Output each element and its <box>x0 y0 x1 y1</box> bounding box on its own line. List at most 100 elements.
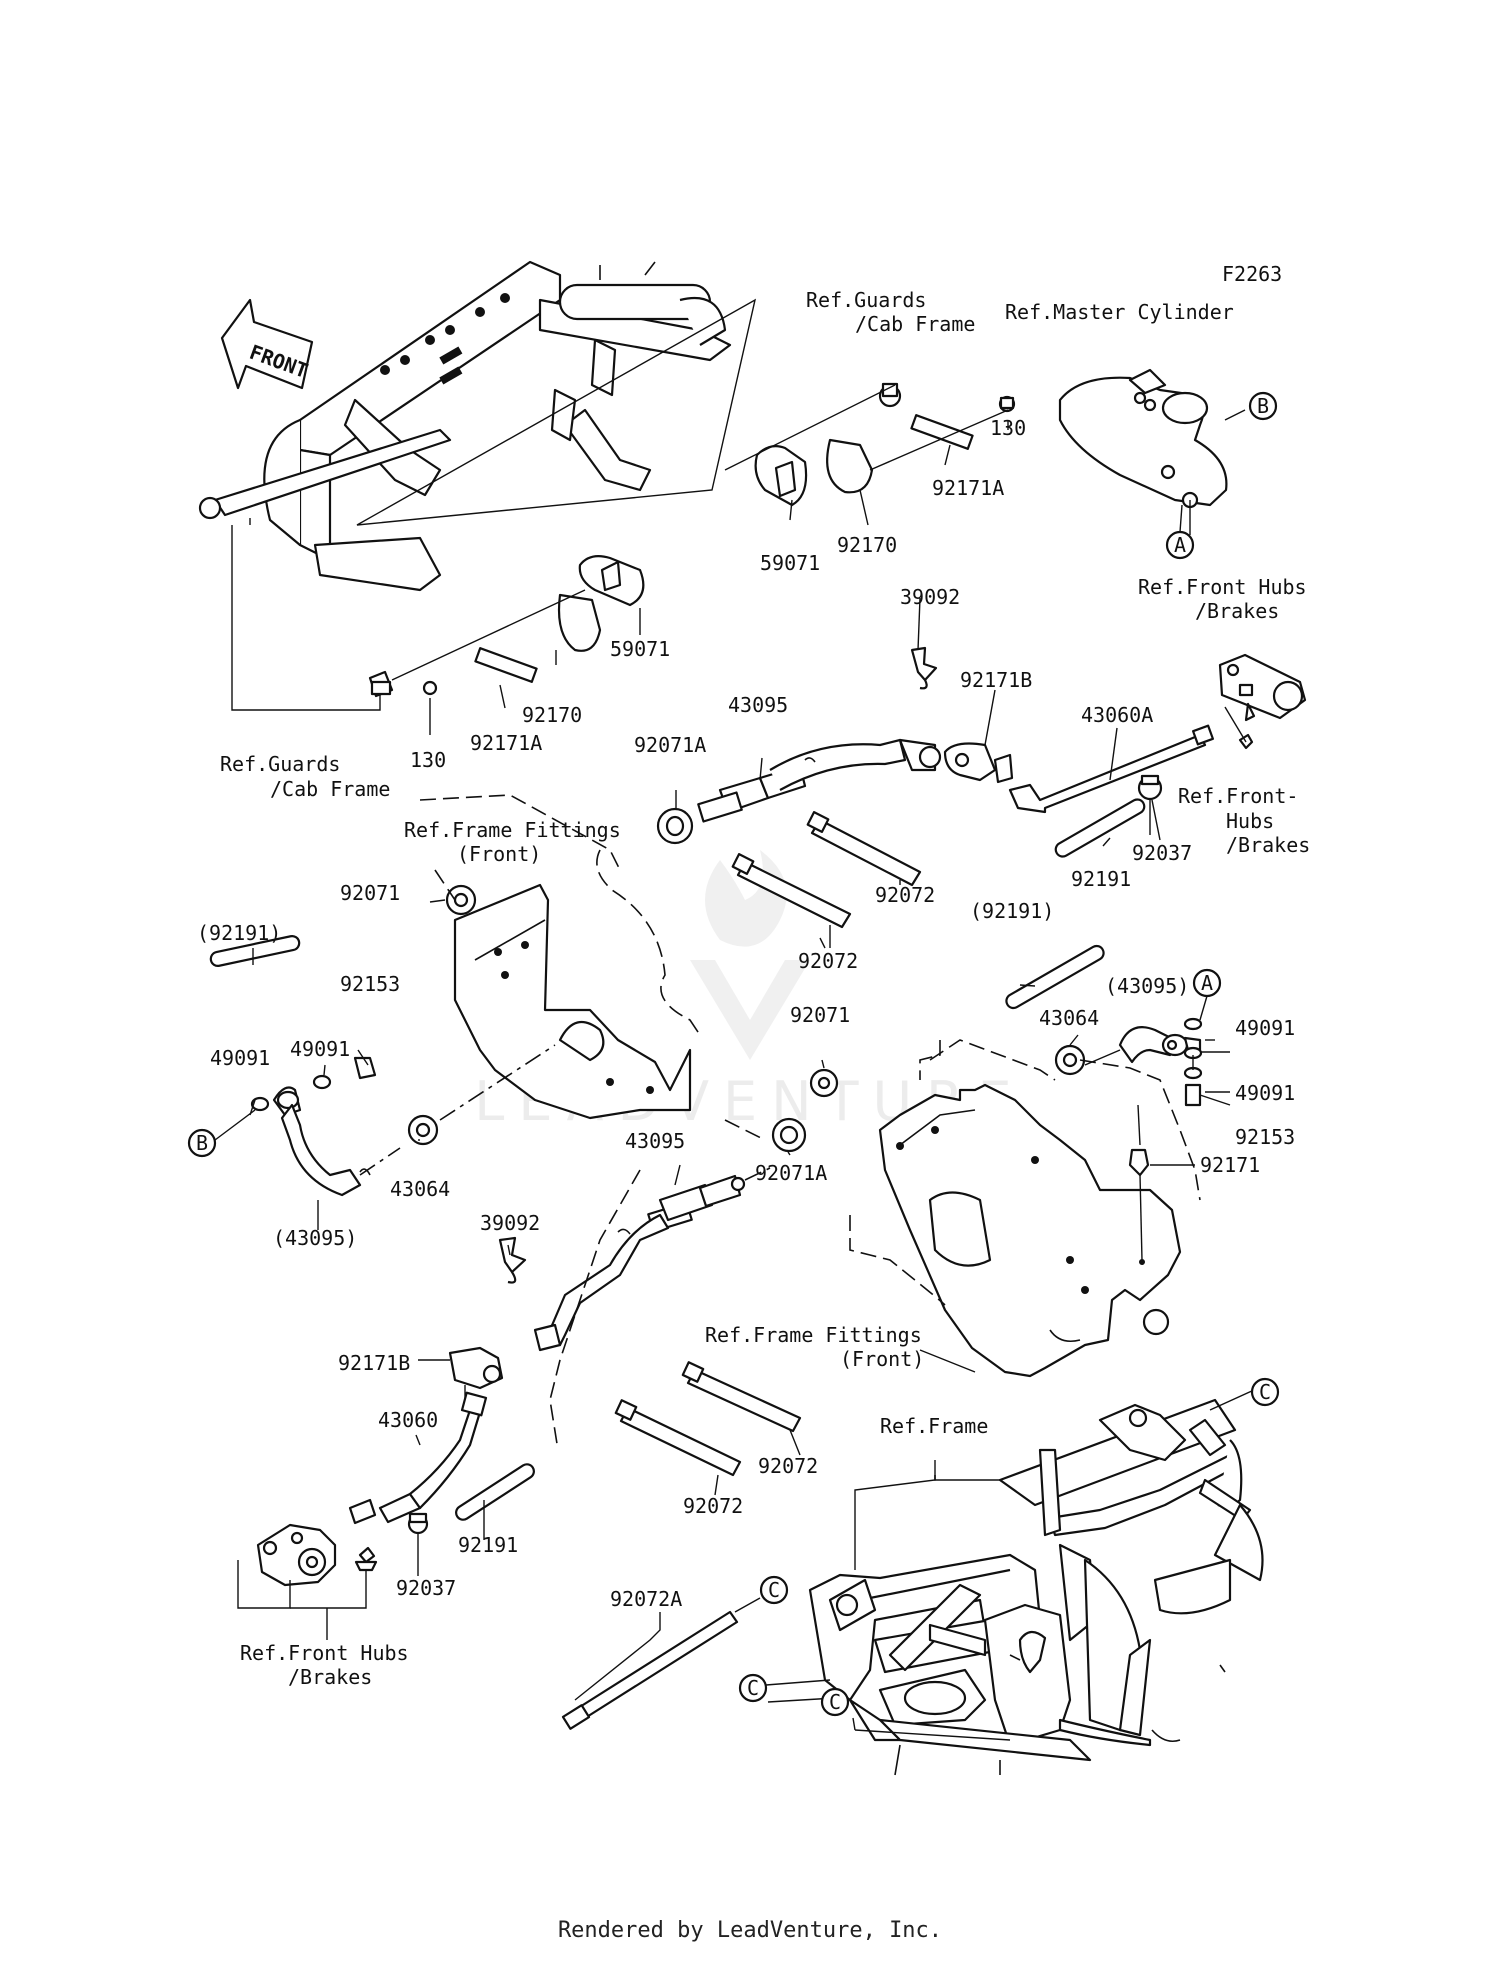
callout-c-frame-left <box>738 1673 768 1703</box>
bracket-assembly-lower <box>231 518 645 711</box>
part-92171b-top: 92171B <box>960 668 1032 692</box>
part-92191-right: 92191 <box>1071 867 1131 891</box>
front-hub-left <box>237 1391 488 1640</box>
part-43060: 43060 <box>378 1408 438 1432</box>
part-43095-paren-left: (43095) <box>273 1226 357 1250</box>
bracket-assembly-upper <box>724 382 1016 507</box>
part-92071a-upper: 92071A <box>634 733 706 757</box>
clamp-92171b-right <box>943 742 1014 784</box>
ref-front-hubs-dash-line2: Hubs <box>1226 809 1274 833</box>
part-92191-lower: 92191 <box>458 1533 518 1557</box>
part-43060a: 43060A <box>1081 703 1153 727</box>
part-39092-lower: 39092 <box>480 1211 540 1235</box>
part-43095-upper: 43095 <box>728 693 788 717</box>
callout-b-top <box>1248 391 1278 421</box>
part-49091-left-top: 49091 <box>290 1037 350 1061</box>
svg-text:A: A <box>1201 971 1213 995</box>
svg-text:A: A <box>1174 533 1186 557</box>
frame-fittings-right-plate <box>849 1039 1201 1378</box>
part-59071-left: 59071 <box>610 637 670 661</box>
ref-front-hubs-left-line2: /Brakes <box>288 1665 372 1689</box>
ref-frame-fittings-line2: (Front) <box>457 842 541 866</box>
front-hub-right <box>1218 653 1307 722</box>
svg-text:B: B <box>196 1131 208 1155</box>
part-number-labels: 130 92171A 92170 59071 59071 92170 92171… <box>197 416 1295 1611</box>
tubes-92191 <box>209 798 1146 1521</box>
ref-guards-left-line1: Ref.Guards <box>220 752 340 776</box>
part-92072-lower-right: 92072 <box>758 1454 818 1478</box>
part-92191-paren-right: (92191) <box>970 899 1054 923</box>
brake-line-43060a <box>1008 706 1254 814</box>
part-92153-right: 92153 <box>1235 1125 1295 1149</box>
ref-guards-top-line2: /Cab Frame <box>855 312 975 336</box>
leader-lines <box>249 420 1231 1701</box>
part-92071-left: 92071 <box>340 881 400 905</box>
part-92171-right: 92171 <box>1200 1153 1260 1177</box>
part-49091-right-bottom: 49091 <box>1235 1081 1295 1105</box>
cable-ties-92072 <box>561 811 922 1730</box>
part-130-left: 130 <box>410 748 446 772</box>
clamp-92171b-lower <box>448 1346 504 1400</box>
part-59071-top: 59071 <box>760 551 820 575</box>
ref-front-hubs-left-line1: Ref.Front Hubs <box>240 1641 409 1665</box>
part-92191-paren-left: (92191) <box>197 921 281 945</box>
part-43064-right: 43064 <box>1039 1006 1099 1030</box>
ref-frame: Ref.Frame <box>880 1414 988 1438</box>
part-92153-left: 92153 <box>340 972 400 996</box>
part-92071-center: 92071 <box>790 1003 850 1027</box>
callout-c-frame-top <box>1250 1377 1280 1407</box>
ref-frame-fittings-line1: Ref.Frame Fittings <box>404 818 621 842</box>
clip-39092-lower <box>498 1236 527 1284</box>
part-92071a-lower: 92071A <box>755 1161 827 1185</box>
footer-credit: Rendered by LeadVenture, Inc. <box>557 1918 943 1943</box>
hose-43095-left <box>250 1044 556 1197</box>
frame-fittings-left-plate <box>419 794 701 1120</box>
hose-43095-lower <box>533 1119 771 1451</box>
part-130-top: 130 <box>990 416 1026 440</box>
callout-c-frame-bottom <box>820 1687 850 1717</box>
front-arrow: FRONT <box>220 298 314 390</box>
svg-text:C: C <box>768 1578 780 1602</box>
svg-text:B: B <box>1257 394 1269 418</box>
callout-c-tie <box>759 1575 789 1605</box>
ref-front-hubs-right-line1: Ref.Front Hubs <box>1138 575 1307 599</box>
part-92072-upper-left: 92072 <box>798 949 858 973</box>
part-92037-right: 92037 <box>1132 841 1192 865</box>
svg-text:C: C <box>747 1676 759 1700</box>
callout-circles: B A A B C C C C <box>187 391 1280 1717</box>
cable-tie-92072a <box>573 1610 739 1722</box>
part-92171b-lower: 92171B <box>338 1351 410 1375</box>
ref-front-hubs-dash-line3: /Brakes <box>1226 833 1310 857</box>
hose-43095-upper <box>697 738 942 823</box>
part-92170-top: 92170 <box>837 533 897 557</box>
part-92037-left: 92037 <box>396 1576 456 1600</box>
part-92171a-left: 92171A <box>470 731 542 755</box>
part-49091-right-top: 49091 <box>1235 1016 1295 1040</box>
clip-39092-top <box>910 646 938 690</box>
svg-text:C: C <box>1259 1380 1271 1404</box>
ref-front-hubs-right-line2: /Brakes <box>1195 599 1279 623</box>
part-92072-lower-left: 92072 <box>683 1494 743 1518</box>
callout-b-left <box>187 1128 217 1158</box>
ref-frame-fittings-low-line2: (Front) <box>840 1347 924 1371</box>
ref-guards-left-line2: /Cab Frame <box>270 777 390 801</box>
part-43095-paren-right: (43095) <box>1105 974 1189 998</box>
part-39092-top: 39092 <box>900 585 960 609</box>
part-92072-upper-right: 92072 <box>875 883 935 907</box>
reference-labels: Ref.Guards /Cab Frame Ref.Master Cylinde… <box>220 288 1310 1689</box>
part-92170-left: 92170 <box>522 703 582 727</box>
part-43064-left: 43064 <box>390 1177 450 1201</box>
part-49091-left: 49091 <box>210 1046 270 1070</box>
grommets <box>407 807 1086 1153</box>
cab-frame-guard-drawing <box>198 260 757 592</box>
ref-master-cylinder: Ref.Master Cylinder <box>1005 300 1234 324</box>
part-92171a-top: 92171A <box>932 476 1004 500</box>
main-frame-drawing <box>765 1384 1266 1776</box>
master-cylinder-drawing <box>1058 368 1246 535</box>
svg-text:C: C <box>829 1690 841 1714</box>
part-43095-lower: 43095 <box>625 1129 685 1153</box>
ref-guards-top-line1: Ref.Guards <box>806 288 926 312</box>
clamp-92037-right <box>1137 774 1163 835</box>
